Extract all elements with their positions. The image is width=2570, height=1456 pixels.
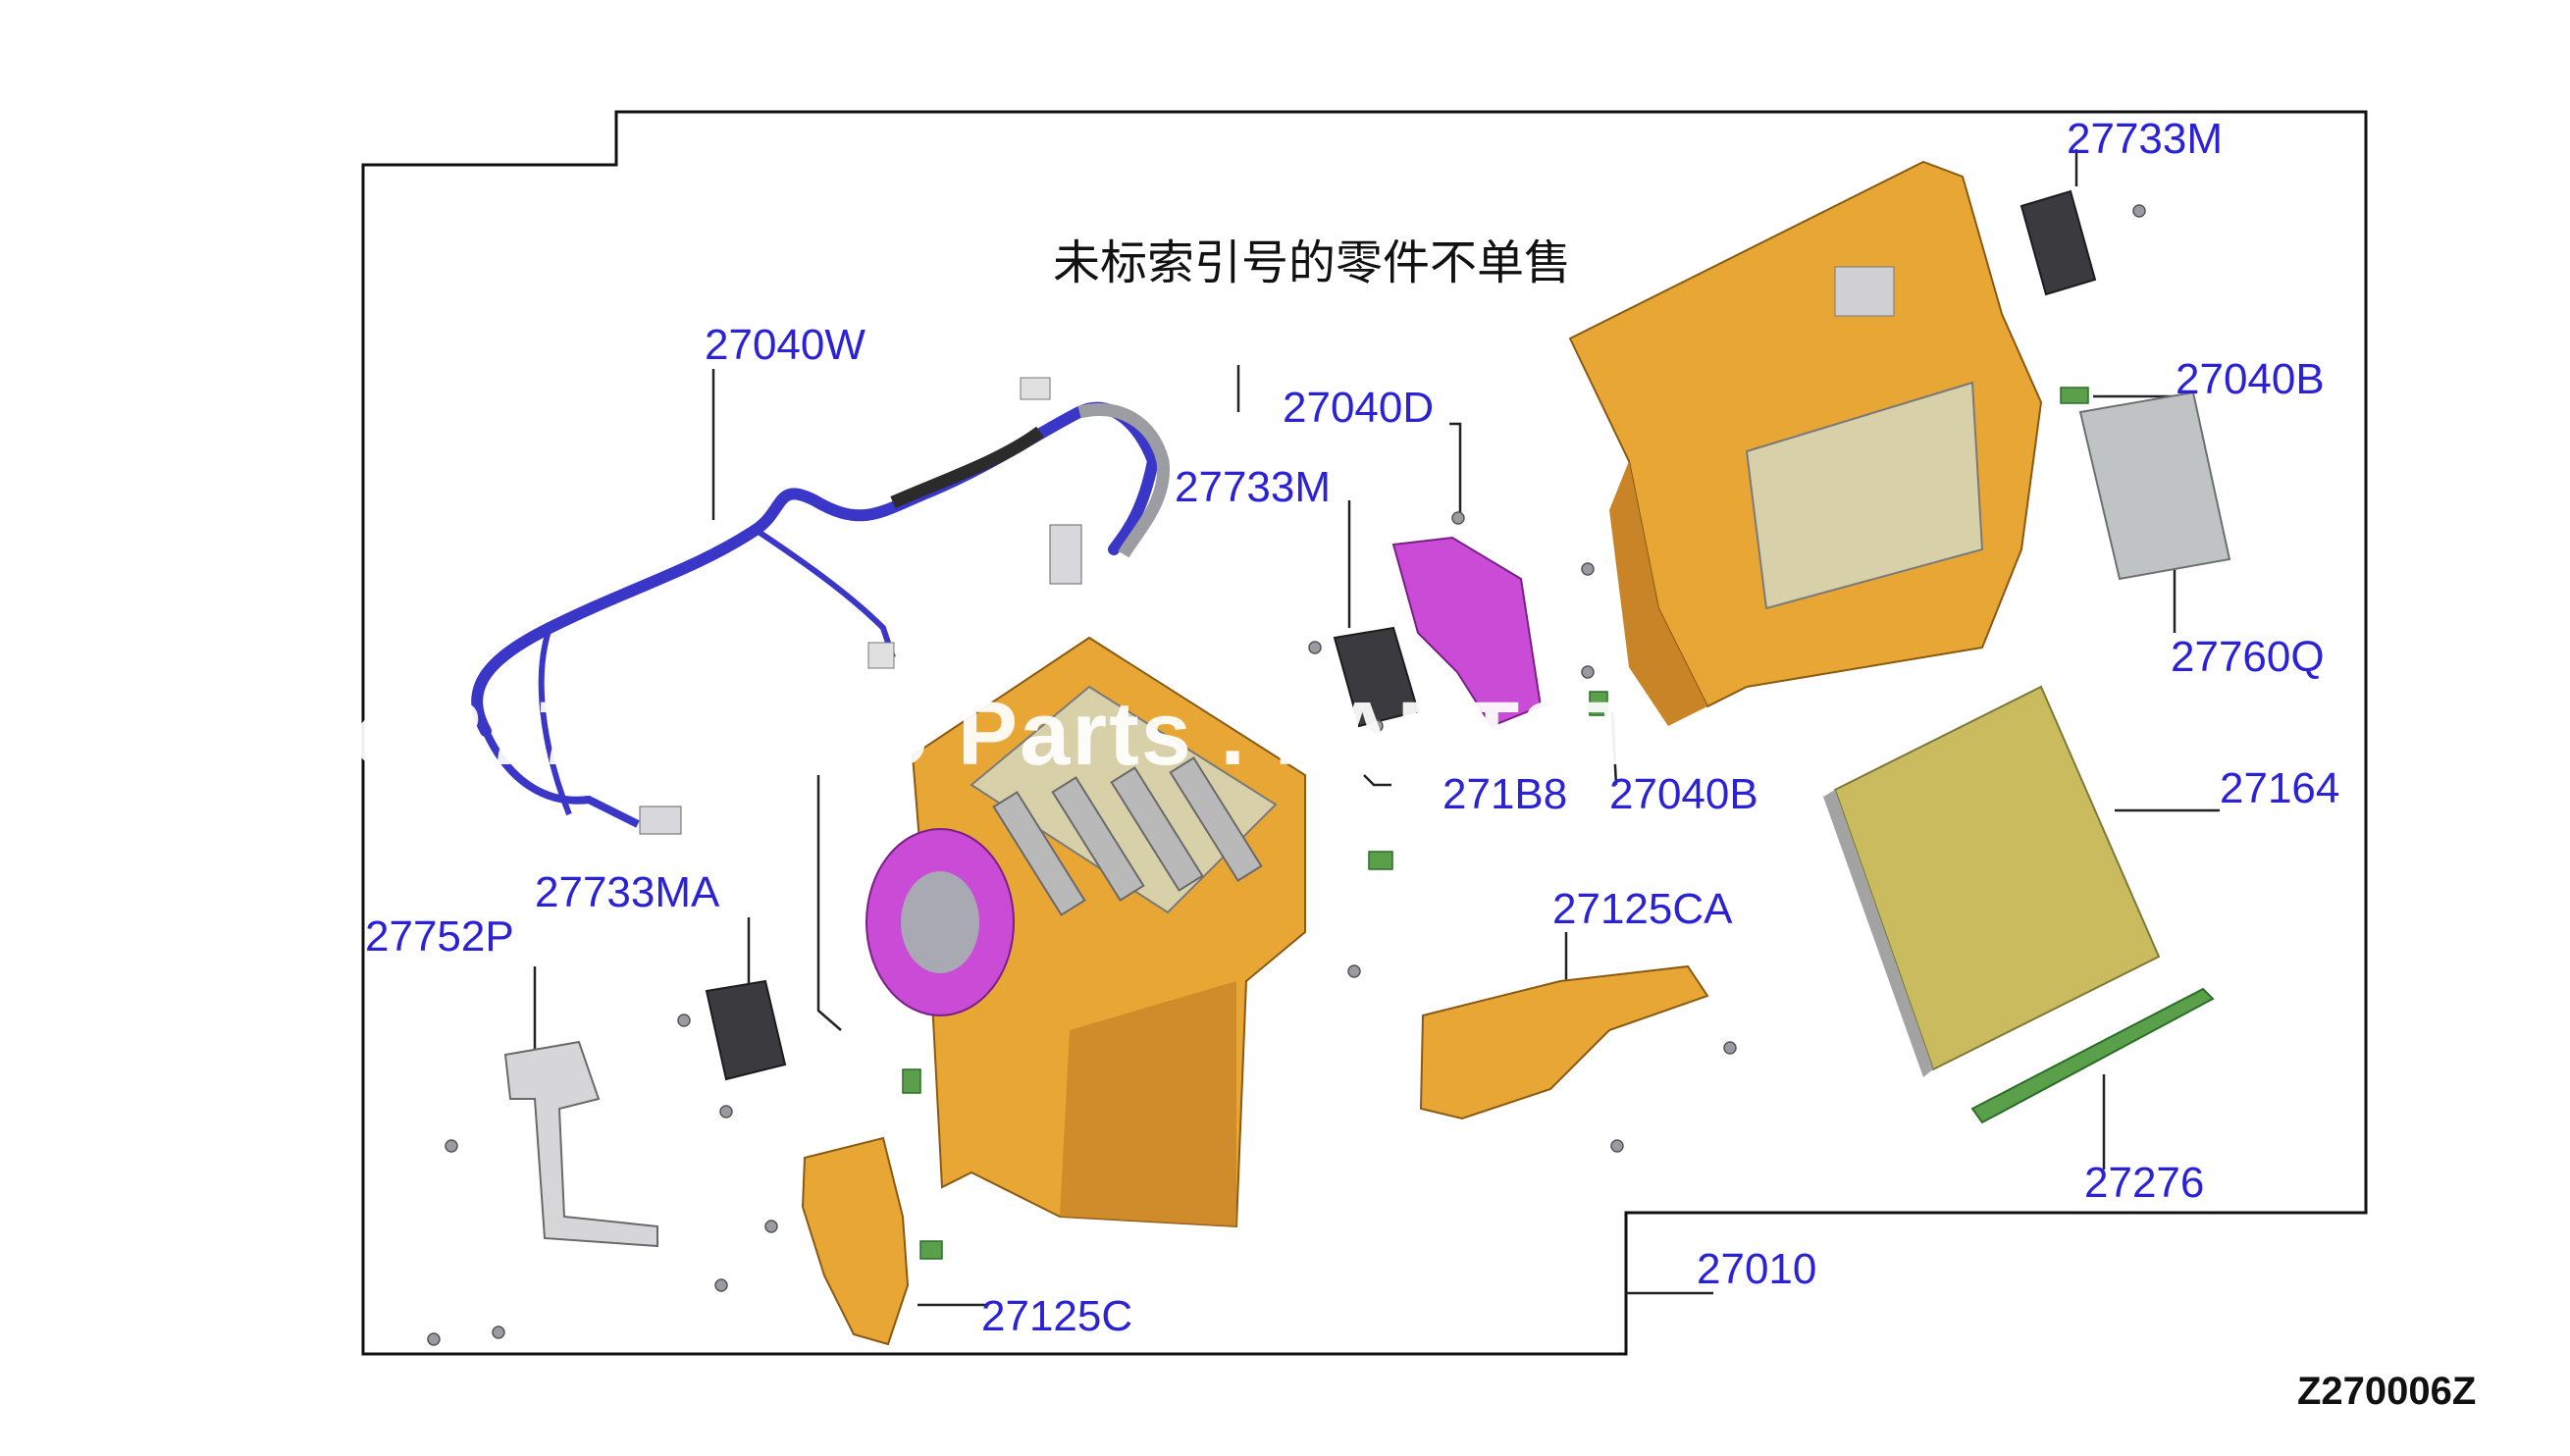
duct-27125C: [801, 1136, 910, 1346]
control-module: [2078, 390, 2231, 581]
callout-27733M-mid: 27733M: [1175, 463, 1332, 511]
actuator-motors: [705, 189, 2097, 1081]
callout-27164: 27164: [2220, 764, 2340, 812]
callout-27733M-top: 27733M: [2067, 115, 2224, 163]
diagram-code: Z270006Z: [2297, 1370, 2477, 1413]
frame-outline: [361, 110, 2368, 1356]
callout-27125C: 27125C: [981, 1292, 1133, 1340]
magenta-frame: [1391, 536, 1543, 728]
callout-27733MA: 27733MA: [535, 868, 720, 916]
wire-harness: [471, 377, 1171, 835]
callout-27760Q: 27760Q: [2171, 633, 2325, 681]
watermark: e 27733 Auto Parts . PARTST: [353, 699, 1641, 769]
callout-271B8: 271B8: [1442, 770, 1568, 818]
callout-27040B-mid: 27040B: [1609, 770, 1758, 818]
duct-27125CA: [1419, 964, 1709, 1120]
callout-27125CA: 27125CA: [1552, 885, 1733, 933]
callout-27752P: 27752P: [365, 912, 514, 961]
upper-hvac-housing: [1568, 160, 2043, 726]
not-sold-separately-note: 未标索引号的零件不单售: [1053, 235, 1572, 290]
callout-27040B-top: 27040B: [2176, 355, 2325, 403]
small-green-seals: [902, 387, 2089, 1260]
cabin-filter: [1823, 685, 2161, 1077]
central-hvac-housing: [865, 636, 1306, 1228]
callout-27276: 27276: [2084, 1159, 2205, 1207]
callout-27040W: 27040W: [705, 321, 865, 369]
bracket-27752P: [503, 1040, 658, 1248]
callout-27010: 27010: [1697, 1245, 1817, 1293]
screws: [427, 204, 2146, 1346]
callout-27040D: 27040D: [1283, 384, 1435, 432]
green-strip: [1970, 987, 2215, 1124]
